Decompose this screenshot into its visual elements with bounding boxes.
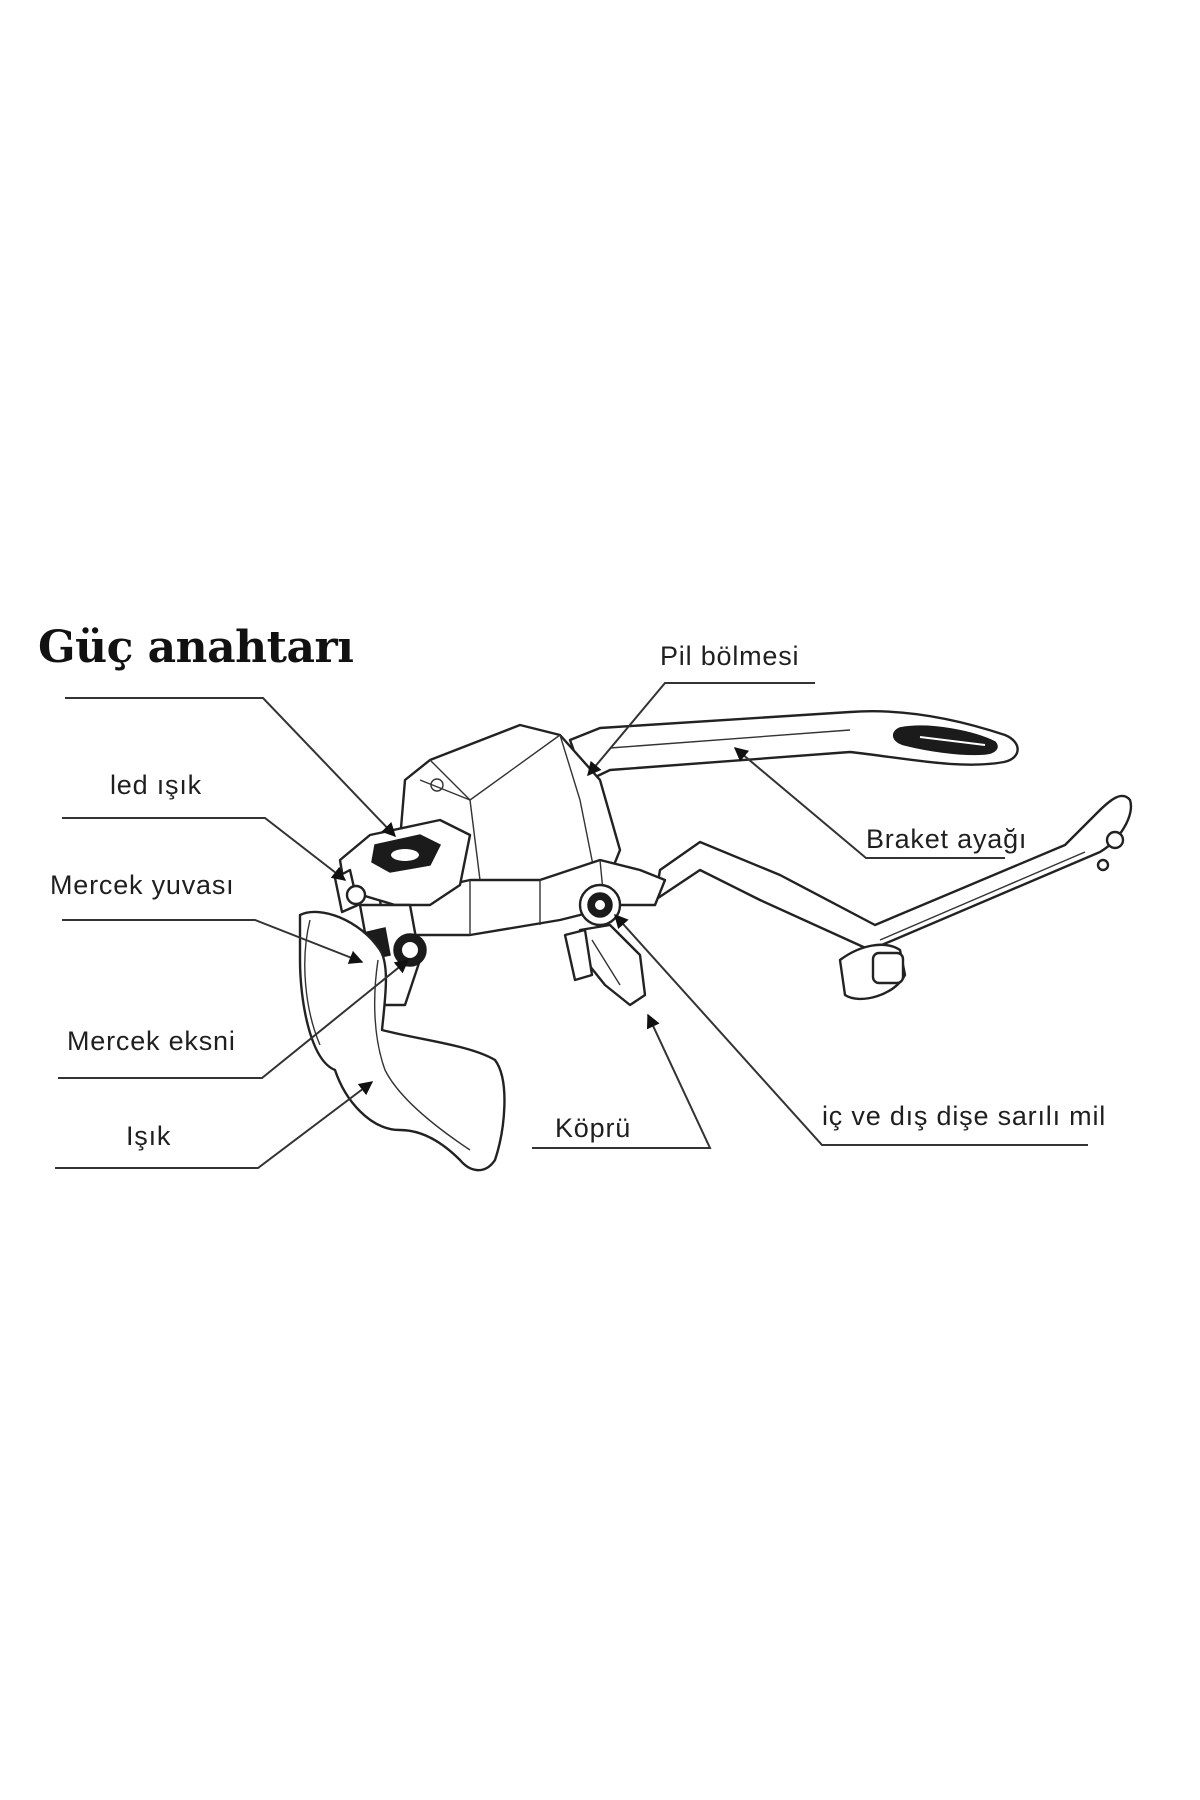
label-bridge: Köprü xyxy=(555,1113,631,1143)
label-lens-axis: Mercek eksni xyxy=(67,1026,236,1056)
battery-leader xyxy=(587,682,815,777)
threaded-shaft-knob xyxy=(578,883,622,927)
bridge xyxy=(563,923,647,1007)
label-lens-slot: Mercek yuvası xyxy=(50,870,234,900)
bridge-leader xyxy=(532,1013,712,1149)
led-light-head xyxy=(333,818,472,914)
label-led-light: led ışık xyxy=(110,770,202,800)
label-bracket-leg: Braket ayağı xyxy=(866,824,1027,854)
upper-temple-arm xyxy=(568,710,1019,784)
lens-axis-leader xyxy=(58,959,410,1079)
power-switch-title: Güç anahtarı xyxy=(38,622,353,673)
lens-slot-leader xyxy=(62,919,364,964)
led-light-leader xyxy=(62,817,347,881)
bracket-leg-leader xyxy=(733,747,1005,859)
power-switch-leader xyxy=(65,697,396,838)
device-illustration xyxy=(298,710,1133,1172)
label-light: Işık xyxy=(126,1121,171,1151)
frame-bar xyxy=(378,858,667,937)
lower-temple-arm xyxy=(653,794,1133,1001)
threaded-shaft-leader xyxy=(614,913,1088,1146)
label-threaded-shaft: iç ve dış dişe sarılı mil xyxy=(822,1101,1106,1131)
light-leader xyxy=(55,1081,374,1169)
magnifier-lens xyxy=(298,910,506,1172)
label-battery: Pil bölmesi xyxy=(660,641,799,671)
